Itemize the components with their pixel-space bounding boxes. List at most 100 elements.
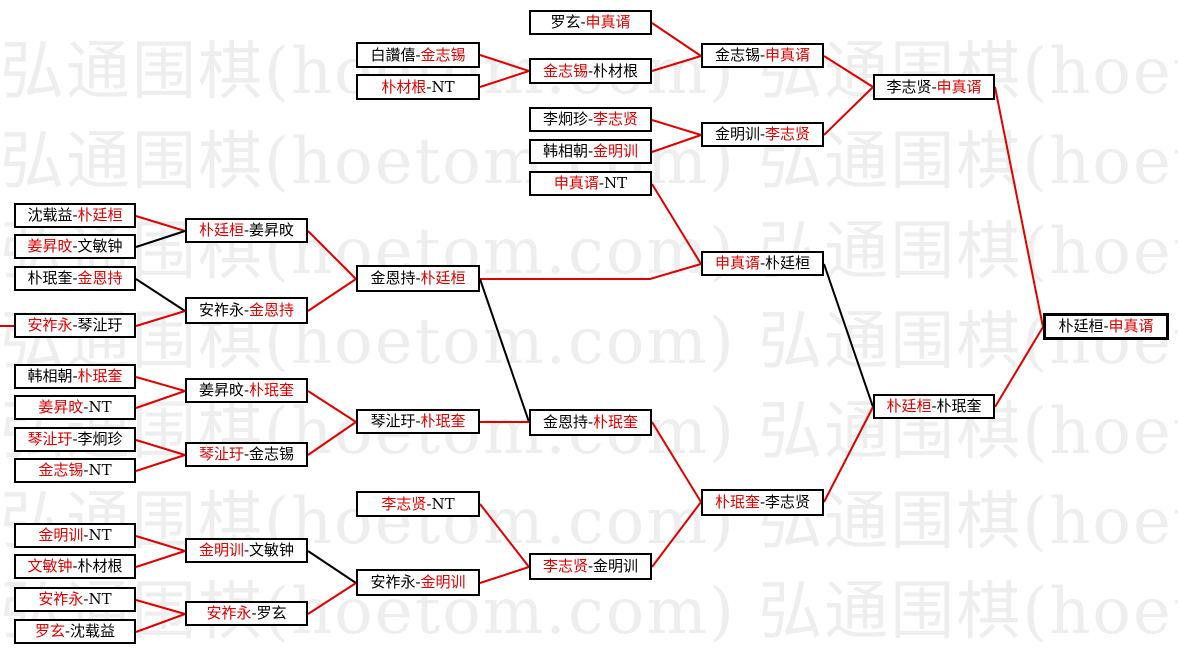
bracket-connector: [479, 566, 530, 584]
player-name: 李志贤: [542, 557, 588, 575]
bracket-connector: [651, 55, 702, 72]
match-box[interactable]: 李炯珍-李志贤: [529, 107, 652, 132]
match-box[interactable]: 金志锡-申真谞: [701, 43, 824, 68]
bracket-connector: [135, 535, 186, 552]
match-box[interactable]: 申真谞-NT: [529, 171, 652, 196]
player-name: 金恩持: [249, 301, 295, 319]
bracket-connector: [135, 278, 186, 312]
separator: -: [72, 367, 78, 385]
player-name: 安祚永: [370, 573, 416, 591]
match-box[interactable]: 姜昇旼-朴珉奎: [185, 378, 308, 403]
bracket-connector: [135, 310, 186, 327]
player-name: 申真谞: [936, 77, 982, 96]
bracket-connector: [479, 54, 530, 72]
match-box[interactable]: 金明训-文敏钟: [185, 538, 308, 563]
player-name: NT: [431, 77, 455, 96]
player-name: 安祚永: [206, 604, 252, 622]
player-name: 金恩持: [77, 269, 123, 287]
match-box[interactable]: 文敏钟-朴材根: [14, 554, 136, 579]
match-box[interactable]: 韩相朝-金明训: [529, 139, 652, 164]
player-name: 朴廷桓: [1058, 317, 1104, 335]
bracket-connector: [135, 439, 186, 456]
separator: -: [415, 45, 421, 64]
separator: -: [415, 573, 421, 591]
player-name: 安祚永: [27, 316, 73, 334]
bracket-connector: [823, 263, 874, 408]
separator: -: [931, 397, 937, 415]
match-box[interactable]: 琴沚玗-金志锡: [185, 442, 308, 467]
player-name: NT: [88, 398, 112, 416]
player-name: 朴珉奎: [77, 367, 123, 385]
player-name: 白讚僖: [370, 45, 416, 64]
separator: -: [426, 494, 432, 513]
player-name: 金志锡: [714, 46, 760, 64]
player-name: 申真谞: [585, 13, 631, 31]
bracket-connector: [823, 86, 874, 136]
player-name: NT: [88, 461, 112, 479]
match-box[interactable]: 罗玄-沈载益: [14, 619, 136, 644]
separator: -: [251, 604, 257, 622]
match-box[interactable]: 朴廷桓-朴珉奎: [873, 394, 995, 419]
match-box[interactable]: 韩相朝-朴珉奎: [14, 364, 136, 389]
separator: -: [243, 445, 250, 463]
player-name: 申真谞: [553, 174, 599, 192]
separator: -: [243, 381, 250, 399]
player-name: 金志锡: [420, 45, 466, 64]
player-name: 申真谞: [1108, 317, 1154, 335]
player-name: 姜昇旼: [27, 237, 73, 255]
bracket-connector: [823, 406, 874, 503]
match-box[interactable]: 李志贤-金明训: [529, 553, 652, 580]
match-box[interactable]: 李志贤-NT: [356, 491, 480, 517]
match-box[interactable]: 安祚永-金明训: [356, 569, 480, 596]
separator: -: [83, 526, 89, 544]
match-box[interactable]: 姜昇旼-NT: [14, 395, 136, 420]
bracket-connector: [135, 613, 186, 633]
match-box[interactable]: 沈载益-朴廷桓: [14, 203, 136, 228]
bracket-connector: [480, 263, 702, 280]
match-box[interactable]: 朴材根-NT: [356, 74, 480, 100]
player-name: 金明训: [593, 142, 639, 160]
bracket-connector: [135, 230, 186, 248]
final-match-box[interactable]: 朴廷桓-申真谞: [1043, 313, 1169, 340]
separator: -: [83, 590, 89, 608]
match-box[interactable]: 金明训-NT: [14, 523, 136, 548]
match-box[interactable]: 姜昇旼-文敏钟: [14, 234, 136, 259]
match-box[interactable]: 朴廷桓-姜昇旼: [185, 218, 308, 243]
match-box[interactable]: 安祚永-琴沚玗: [14, 313, 136, 338]
match-box[interactable]: 白讚僖-金志锡: [356, 42, 480, 68]
match-box[interactable]: 朴珉奎-金恩持: [14, 266, 136, 291]
bracket-connector: [479, 503, 530, 568]
bracket-connector: [135, 376, 186, 392]
match-box[interactable]: 金明训-李志贤: [701, 122, 824, 147]
player-name: 金明训: [420, 573, 466, 591]
bracket-connector: [651, 421, 702, 503]
match-box[interactable]: 安祚永-NT: [14, 587, 136, 612]
player-name: 沈载益: [27, 206, 73, 224]
separator: -: [587, 557, 594, 575]
match-box[interactable]: 安祚永-罗玄: [185, 601, 308, 626]
match-box[interactable]: 金恩持-朴廷桓: [356, 265, 480, 292]
player-name: 李炯珍: [77, 430, 123, 448]
player-name: NT: [431, 494, 455, 513]
match-box[interactable]: 朴珉奎-李志贤: [701, 489, 824, 516]
player-name: 朴廷桓: [77, 206, 123, 224]
match-box[interactable]: 安祚永-金恩持: [185, 297, 308, 324]
player-name: 沈载益: [70, 622, 116, 640]
separator: -: [580, 13, 586, 31]
bracket-connector: [994, 86, 1044, 328]
player-name: NT: [88, 526, 112, 544]
match-box[interactable]: 李志贤-申真谞: [873, 74, 995, 100]
match-box[interactable]: 金志锡-NT: [14, 458, 136, 483]
match-box[interactable]: 金恩持-朴珉奎: [529, 409, 652, 436]
player-name: 李志贤: [886, 77, 932, 96]
bracket-connector: [135, 390, 186, 409]
match-box[interactable]: 罗玄-申真谞: [529, 10, 652, 35]
match-box[interactable]: 申真谞-朴廷桓: [701, 251, 824, 276]
bracket-connector: [307, 582, 357, 615]
match-box[interactable]: 金志锡-朴材根: [529, 58, 652, 84]
player-name: 琴沚玗: [77, 316, 123, 334]
player-name: 金志锡: [249, 445, 295, 463]
match-box[interactable]: 琴沚玗-朴珉奎: [356, 409, 480, 434]
match-box[interactable]: 琴沚玗-李炯珍: [14, 427, 136, 452]
separator: -: [759, 46, 766, 64]
